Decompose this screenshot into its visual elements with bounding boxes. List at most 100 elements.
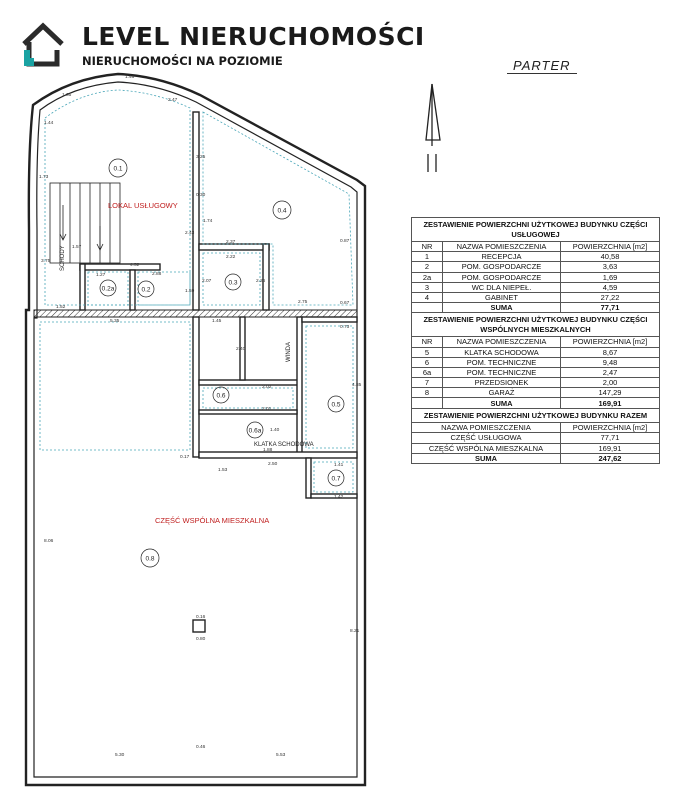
north-arrow-icon xyxy=(425,83,441,172)
svg-text:1.53: 1.53 xyxy=(218,467,228,473)
brand-name: LEVEL NIERUCHOMOŚCI xyxy=(82,22,425,51)
svg-text:1.59: 1.59 xyxy=(185,288,195,294)
brand-tagline: NIERUCHOMOŚCI NA POZIOMIE xyxy=(82,54,283,68)
floor-divider-wall xyxy=(33,309,358,318)
room-marker: 0.2a xyxy=(99,279,117,297)
svg-text:1.44: 1.44 xyxy=(44,120,54,126)
column-header: NAZWA POMIESZCZENIA xyxy=(442,240,561,253)
svg-text:0.30: 0.30 xyxy=(196,192,206,198)
column-header: NR xyxy=(411,240,443,253)
svg-text:2.07: 2.07 xyxy=(202,278,212,284)
column-header: NAZWA POMIESZCZENIA xyxy=(442,336,561,348)
room-marker: 0.6a xyxy=(246,421,264,439)
table-title: ZESTAWIENIE POWIERZCHNI UŻYTKOWEJ BUDYNK… xyxy=(411,407,660,424)
svg-text:5.53: 5.53 xyxy=(276,752,286,758)
zone-label-service: LOKAL USŁUGOWY xyxy=(108,201,178,210)
brand-header: LEVEL NIERUCHOMOŚCI NIERUCHOMOŚCI NA POZ… xyxy=(12,14,452,74)
svg-text:5.30: 5.30 xyxy=(115,752,125,758)
total-area-table: ZESTAWIENIE POWIERZCHNI UŻYTKOWEJ BUDYNK… xyxy=(411,407,660,464)
column-header: POWIERZCHNIA [m2] xyxy=(560,240,660,253)
svg-text:2.50: 2.50 xyxy=(268,461,278,467)
svg-text:0.67: 0.67 xyxy=(340,300,350,306)
column-header: NR xyxy=(411,336,443,348)
svg-text:5.35: 5.35 xyxy=(110,318,120,324)
room-marker: 0.7 xyxy=(327,469,345,487)
svg-text:0.4: 0.4 xyxy=(277,208,286,215)
svg-text:1.41: 1.41 xyxy=(334,462,344,468)
svg-text:1.57: 1.57 xyxy=(72,244,82,250)
svg-text:1.42: 1.42 xyxy=(334,494,344,500)
svg-text:1.74: 1.74 xyxy=(203,218,213,224)
svg-text:2.26: 2.26 xyxy=(256,278,266,284)
svg-text:3.25: 3.25 xyxy=(196,154,206,160)
svg-text:0.6: 0.6 xyxy=(216,393,225,400)
svg-text:0.46: 0.46 xyxy=(196,744,206,750)
svg-text:0.87: 0.87 xyxy=(340,238,350,244)
svg-text:0.6a: 0.6a xyxy=(249,428,262,435)
svg-text:0.17: 0.17 xyxy=(180,454,190,460)
zone-label-common: CZĘŚĆ WSPÓLNA MIESZKALNA xyxy=(155,516,269,525)
svg-text:0.8: 0.8 xyxy=(145,556,154,563)
svg-text:4.52: 4.52 xyxy=(130,262,140,268)
svg-text:2.75: 2.75 xyxy=(298,299,308,305)
svg-text:0.3: 0.3 xyxy=(228,280,237,287)
room-marker: 0.3 xyxy=(224,273,242,291)
svg-text:1.45: 1.45 xyxy=(212,318,222,324)
svg-text:1.52: 1.52 xyxy=(56,304,66,310)
stairs xyxy=(49,182,121,264)
outer-walls xyxy=(24,72,367,787)
service-interior-walls xyxy=(79,111,270,311)
svg-text:2.22: 2.22 xyxy=(226,254,236,260)
common-interior-walls xyxy=(192,316,358,633)
svg-text:1.46: 1.46 xyxy=(125,74,135,80)
room-marker: 0.1 xyxy=(108,158,128,178)
table-title: ZESTAWIENIE POWIERZCHNI UŻYTKOWEJ BUDYNK… xyxy=(411,312,660,338)
column-header: POWIERZCHNIA [m2] xyxy=(560,336,660,348)
svg-text:4.85: 4.85 xyxy=(352,382,362,388)
svg-text:2.43: 2.43 xyxy=(185,230,195,236)
area-summary-tables: ZESTAWIENIE POWIERZCHNI UŻYTKOWEJ BUDYNK… xyxy=(411,217,660,464)
svg-text:2.88: 2.88 xyxy=(152,271,162,277)
stairs-label: SCHODY xyxy=(60,245,66,271)
svg-text:0.1: 0.1 xyxy=(113,166,122,173)
svg-text:0.80: 0.80 xyxy=(196,636,206,642)
svg-text:0.7: 0.7 xyxy=(331,476,340,483)
svg-text:0.2a: 0.2a xyxy=(102,286,115,293)
room-marker: 0.2 xyxy=(137,280,155,298)
table-title: ZESTAWIENIE POWIERZCHNI UŻYTKOWEJ BUDYNK… xyxy=(411,217,660,242)
svg-text:2.47: 2.47 xyxy=(168,97,178,103)
svg-text:0.5: 0.5 xyxy=(331,402,340,409)
service-area-table: ZESTAWIENIE POWIERZCHNI UŻYTKOWEJ BUDYNK… xyxy=(411,217,660,314)
svg-text:2.37: 2.37 xyxy=(226,239,236,245)
svg-text:1.27: 1.27 xyxy=(96,272,106,278)
svg-text:0.2: 0.2 xyxy=(141,287,150,294)
room-marker: 0.8 xyxy=(140,548,160,568)
svg-text:3.75: 3.75 xyxy=(41,258,51,264)
svg-text:1.35: 1.35 xyxy=(62,92,72,98)
svg-text:2.40: 2.40 xyxy=(236,346,246,352)
svg-text:8.21: 8.21 xyxy=(350,628,360,634)
room-marker: 0.6 xyxy=(212,386,230,404)
elevator-label: WINDA xyxy=(286,342,292,362)
svg-text:2.01: 2.01 xyxy=(262,406,272,412)
svg-text:8.06: 8.06 xyxy=(44,538,54,544)
room-outlines xyxy=(39,89,354,493)
svg-text:1.73: 1.73 xyxy=(39,174,49,180)
svg-text:0.73: 0.73 xyxy=(340,324,350,330)
svg-text:2.02: 2.02 xyxy=(262,384,272,390)
